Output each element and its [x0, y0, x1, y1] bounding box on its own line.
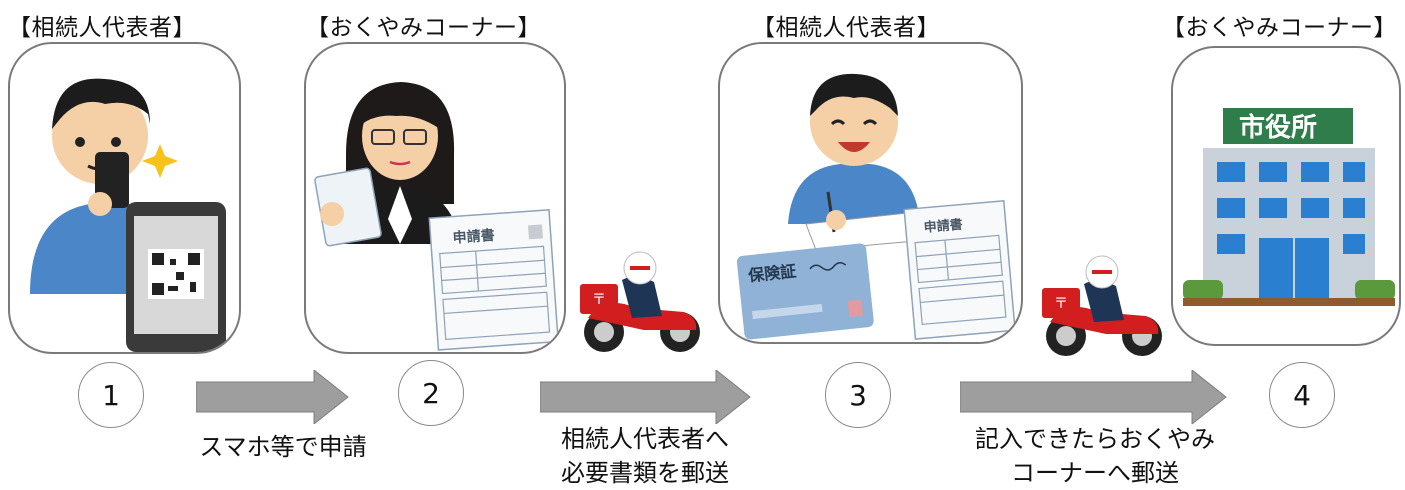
form-label: 申請書 [452, 227, 495, 247]
city-hall-building-icon: 市役所 [1183, 108, 1395, 306]
form-label-2: 申請書 [923, 216, 963, 235]
sparkle-icon [142, 144, 178, 178]
step3-title: 【相続人代表者】 [752, 15, 940, 41]
step3-number: 3 [825, 362, 891, 428]
arrow-1-caption-line1: スマホ等で申請 [199, 433, 367, 461]
step2-number: 2 [398, 360, 464, 426]
step3-card: 保険証 申請書 [718, 42, 1023, 344]
arrow-2-caption-line2: 必要書類を郵送 [561, 459, 729, 487]
arrow-2-icon [540, 370, 751, 424]
arrow-3-caption: 記入できたらおくやみ コーナーへ郵送 [950, 422, 1240, 490]
arrow-2-caption: 相続人代表者へ 必要書類を郵送 [520, 422, 770, 490]
step1-title: 【相続人代表者】 [8, 15, 196, 41]
arrow-3-caption-line2: コーナーへ郵送 [1011, 459, 1179, 487]
arrow-3-icon [960, 370, 1227, 424]
arrow-3-caption-line1: 記入できたらおくやみ [975, 425, 1215, 453]
staff-woman-illustration: 申請書 [314, 82, 559, 351]
step4-number: 4 [1269, 362, 1335, 428]
step1-card [8, 42, 241, 354]
insurance-card-icon: 保険証 [736, 243, 874, 340]
city-hall-sign: 市役所 [1239, 112, 1317, 143]
application-form-icon: 申請書 [428, 209, 559, 351]
step1-number: 1 [78, 362, 144, 428]
arrow-1-icon [196, 370, 349, 424]
step4-card: 市役所 [1171, 46, 1401, 346]
arrow-2-caption-line1: 相続人代表者へ [561, 425, 729, 453]
postman-motorbike-icon: 〒 [580, 251, 700, 352]
postman-motorbike-icon-2: 〒 [1042, 255, 1162, 356]
step2-card: 申請書 [304, 42, 566, 354]
svg-text:〒: 〒 [592, 292, 606, 308]
svg-text:〒: 〒 [1054, 296, 1068, 312]
person-writing-illustration: 保険証 申請書 [736, 73, 1016, 340]
step2-title: 【おくやみコーナー】 [306, 15, 541, 41]
arrow-1-caption: スマホ等で申請 [168, 430, 398, 464]
step4-title: 【おくやみコーナー】 [1162, 15, 1397, 41]
person-smartphone-illustration [30, 78, 226, 352]
